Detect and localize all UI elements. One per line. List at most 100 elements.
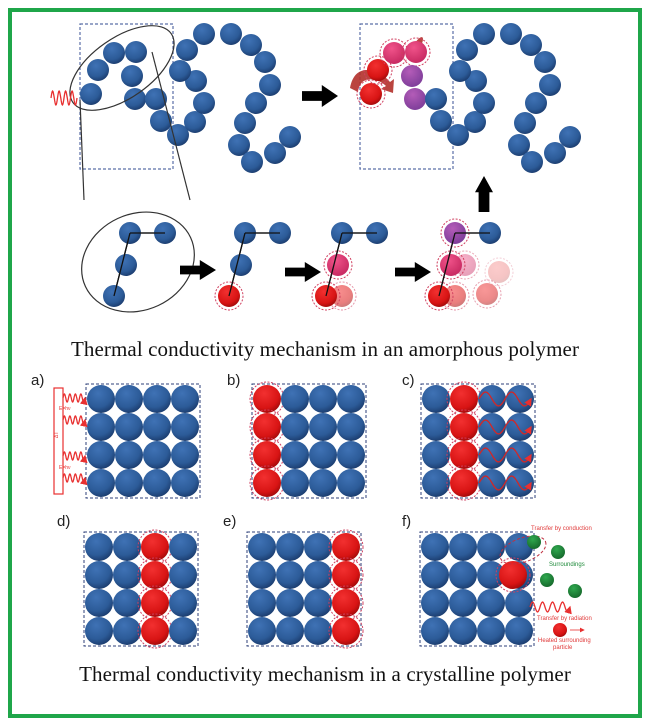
atom-cold <box>245 92 267 114</box>
atom-cold <box>169 533 197 561</box>
atom-heated <box>404 88 426 110</box>
atom-cold <box>506 441 534 469</box>
atom-cold <box>304 617 332 645</box>
atom-cold <box>422 413 450 441</box>
atom-cold <box>87 59 109 81</box>
panel-label-b: b) <box>227 372 241 389</box>
atom-heated <box>383 42 405 64</box>
atom-cold <box>143 413 171 441</box>
thermal-halo <box>495 557 531 593</box>
process-arrow-icon <box>395 262 431 282</box>
atom-cold <box>125 41 147 63</box>
chain-segment-stage-2 <box>214 222 291 311</box>
heat-wave-icon <box>62 473 88 486</box>
heat-wave-icon <box>50 89 78 107</box>
panel-label-e: e) <box>223 513 237 530</box>
atom-cold <box>87 413 115 441</box>
conduction-path <box>499 535 547 565</box>
atom-cold <box>143 441 171 469</box>
atom-cold <box>143 385 171 413</box>
atom-heated <box>253 469 281 497</box>
atom-cold <box>421 617 449 645</box>
selection-box <box>79 23 174 170</box>
heat-source-label: ΔT <box>54 432 60 438</box>
atom-cold <box>281 441 309 469</box>
surrounding-particle <box>527 535 541 549</box>
heat-wave-icon <box>529 601 572 615</box>
thermal-halo <box>311 281 341 311</box>
heat-wave-icon <box>62 451 88 464</box>
atom-cold <box>425 88 447 110</box>
atom-cold <box>514 112 536 134</box>
chain-segment-stage-1 <box>103 222 176 307</box>
atom-heated <box>327 254 349 276</box>
transfer-radiation-label: Transfer by radiation <box>537 616 592 622</box>
lattice-panel-b <box>249 381 367 501</box>
atom-cold <box>169 617 197 645</box>
atom-cold <box>449 561 477 589</box>
atom-heated <box>476 283 498 305</box>
atom-cold <box>143 469 171 497</box>
atom-heated <box>360 83 382 105</box>
surroundings-label: Surroundings <box>549 562 585 568</box>
atom-heated <box>332 589 360 617</box>
thermal-halo <box>328 613 364 649</box>
atom-cold <box>559 126 581 148</box>
atom-cold <box>124 88 146 110</box>
atom-heated <box>450 385 478 413</box>
surrounding-particle <box>540 573 554 587</box>
atom-cold <box>87 469 115 497</box>
heat-wave-icon <box>478 475 532 491</box>
thermal-halo <box>328 529 364 565</box>
atom-cold <box>281 469 309 497</box>
atom-cold <box>422 385 450 413</box>
thermal-halo <box>356 79 386 109</box>
atom-cold <box>304 561 332 589</box>
atom-cold <box>254 51 276 73</box>
atom-cold <box>150 110 172 132</box>
bond-line <box>113 232 131 297</box>
atom-cold <box>337 385 365 413</box>
atom-heated <box>553 623 567 637</box>
thermal-halo <box>436 250 466 280</box>
atom-cold <box>525 92 547 114</box>
lattice-boundary <box>246 531 362 647</box>
atom-heated <box>332 533 360 561</box>
atom-cold <box>456 39 478 61</box>
atom-cold <box>228 134 250 156</box>
lattice-panel-d <box>83 529 199 649</box>
atom-cold <box>421 533 449 561</box>
atom-cold <box>337 469 365 497</box>
atom-cold <box>464 111 486 133</box>
atom-cold <box>337 413 365 441</box>
heat-wave-icon <box>478 419 532 435</box>
atom-heated <box>499 561 527 589</box>
amorphous-polymer-diagram <box>50 23 581 313</box>
atom-cold <box>421 561 449 589</box>
atom-cold <box>281 413 309 441</box>
atom-cold <box>422 469 450 497</box>
atom-cold <box>193 92 215 114</box>
atom-heated <box>141 533 169 561</box>
atom-cold <box>185 70 207 92</box>
atom-cold <box>115 441 143 469</box>
atom-cold <box>534 51 556 73</box>
atom-cold <box>473 23 495 45</box>
atom-cold <box>259 74 281 96</box>
atom-cold <box>276 617 304 645</box>
heat-wave-icon <box>478 447 532 463</box>
atom-cold <box>230 254 252 276</box>
atom-cold <box>276 561 304 589</box>
atom-cold <box>248 561 276 589</box>
lattice-boundary <box>420 383 536 499</box>
atom-cold <box>506 385 534 413</box>
atom-heated <box>141 561 169 589</box>
zoom-ellipse <box>81 211 195 313</box>
atom-cold <box>422 441 450 469</box>
atom-cold <box>477 533 505 561</box>
atom-heated <box>141 589 169 617</box>
atom-cold <box>449 533 477 561</box>
atom-cold <box>113 589 141 617</box>
thermal-halo <box>214 281 244 311</box>
atom-cold <box>505 617 533 645</box>
